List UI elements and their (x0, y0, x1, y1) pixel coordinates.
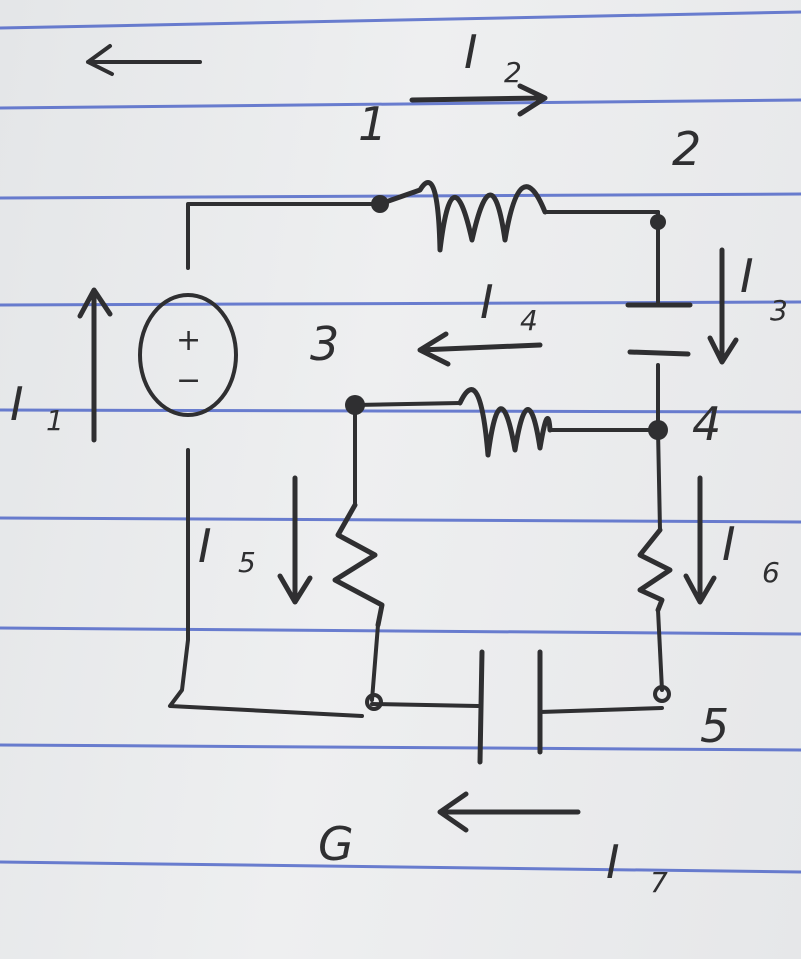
svg-text:2: 2 (504, 56, 522, 89)
node-dot-1 (371, 195, 389, 213)
source-minus-sign: − (176, 363, 201, 398)
svg-text:6: 6 (762, 556, 780, 589)
wire-node3-to-r34 (353, 401, 462, 407)
capacitor-2-4 (625, 302, 693, 357)
wire-source-to-ground (168, 448, 364, 718)
svg-text:I: I (10, 377, 24, 431)
ruled-lines (0, 10, 801, 874)
svg-text:I: I (606, 835, 620, 889)
svg-text:I: I (722, 517, 736, 571)
wires (168, 202, 664, 718)
current-label-i1: I 1 (10, 377, 64, 437)
wire-r3g-to-ground (370, 623, 380, 702)
svg-text:7: 7 (650, 866, 668, 899)
wire-cap-to-node5 (538, 706, 664, 714)
svg-text:I: I (198, 519, 212, 573)
node-dots (345, 195, 671, 711)
node-label-5: 5 (700, 699, 729, 753)
svg-text:4: 4 (520, 304, 538, 337)
node-dot-ground (365, 693, 383, 711)
arrow-i7-icon (437, 791, 581, 833)
node-label-3: 3 (310, 317, 339, 371)
arrow-i5-icon (277, 475, 313, 605)
node-label-2: 2 (672, 122, 701, 176)
wire-source-to-node1 (186, 202, 382, 270)
source-plus-sign: + (176, 323, 201, 358)
node-label-4: 4 (692, 397, 721, 451)
stray-arrow-icon (86, 44, 202, 76)
capacitor-g-5 (477, 649, 543, 765)
arrow-i6-icon (683, 475, 717, 605)
node-dot-5 (653, 685, 671, 703)
arrow-i3-icon (707, 247, 739, 365)
node-dot-3 (345, 395, 365, 415)
arrow-i2-icon (409, 83, 548, 117)
svg-text:5: 5 (238, 546, 256, 579)
wire-node4-down (656, 428, 662, 532)
svg-text:1: 1 (46, 404, 64, 437)
node-dot-4 (648, 420, 668, 440)
current-label-i7: I 7 (606, 835, 668, 899)
arrow-i4-icon (417, 331, 543, 367)
svg-text:I: I (464, 25, 478, 79)
current-label-i2: I 2 (464, 25, 522, 89)
svg-text:I: I (480, 275, 494, 329)
node-label-1: 1 (358, 97, 387, 151)
resistor-3-g (332, 502, 385, 628)
current-label-i3: I 3 (740, 249, 788, 327)
node-label-ground: G (318, 817, 354, 871)
resistor-3-4 (457, 387, 553, 458)
svg-text:I: I (740, 249, 754, 303)
arrow-i1-icon (77, 287, 113, 443)
current-label-i4: I 4 (480, 275, 538, 337)
node-dot-2 (650, 214, 666, 230)
resistor-4-5 (637, 527, 673, 613)
wire-r45-to-node5 (656, 608, 664, 692)
wire-ground-to-cap (370, 702, 480, 708)
current-label-i6: I 6 (722, 517, 780, 589)
current-label-i5: I 5 (198, 519, 256, 579)
voltage-source: + − (138, 293, 238, 417)
svg-text:3: 3 (770, 294, 788, 327)
resistor-1-2 (377, 180, 548, 253)
